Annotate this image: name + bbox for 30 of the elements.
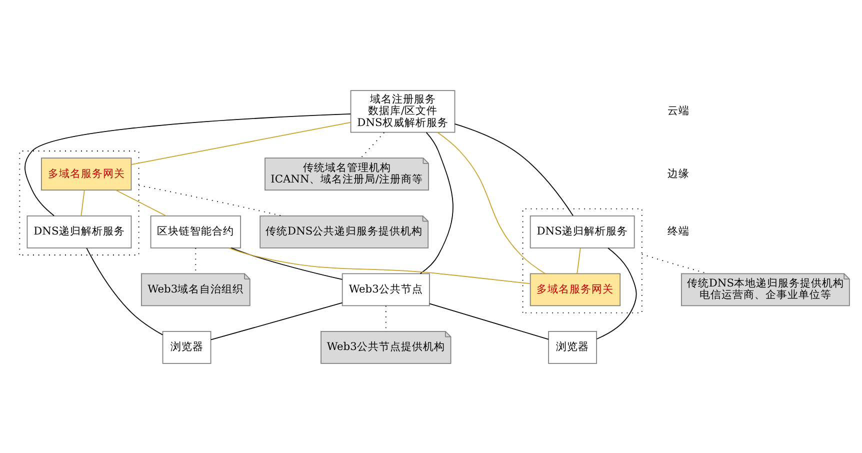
label: 终端 [667, 224, 690, 238]
connector [210, 302, 343, 340]
connector [437, 131, 546, 274]
connector [576, 247, 581, 274]
cluster [522, 208, 642, 313]
label: 边缘 [667, 166, 690, 180]
connector [360, 132, 385, 158]
node-box: 多域名服务网关 [41, 157, 132, 190]
node-box: 浏览器 [548, 330, 597, 364]
node-box: 区块链智能合约 [150, 214, 241, 248]
connector [138, 184, 282, 216]
connector [130, 121, 351, 165]
cluster [19, 150, 140, 255]
connector [230, 247, 343, 280]
connector [24, 113, 352, 216]
node-box: DNS递归解析服务 [530, 214, 635, 248]
node-box: 多域名服务网关 [530, 272, 621, 306]
node-box: Web3公共节点 [342, 272, 430, 306]
connector [228, 247, 531, 284]
connector [429, 302, 549, 340]
connector [80, 189, 85, 216]
connector [420, 131, 454, 274]
node-box: DNS递归解析服务 [26, 214, 132, 248]
node-box: 域名注册服务 数据库/区文件 DNS权威解析服务 [350, 90, 456, 132]
connector [115, 189, 166, 216]
connector [86, 247, 164, 335]
connector [454, 123, 574, 216]
label: 云端 [667, 104, 690, 117]
node-box: 浏览器 [162, 330, 212, 364]
connector [596, 247, 637, 339]
